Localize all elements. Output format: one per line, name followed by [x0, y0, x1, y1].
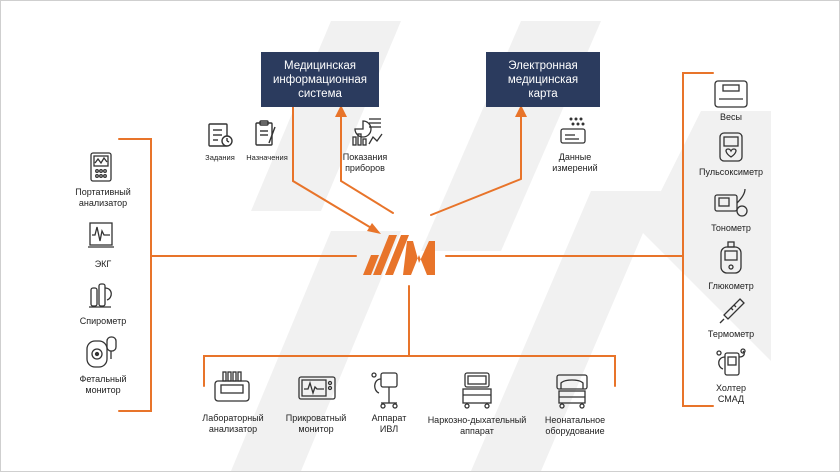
right-device-label: Холтер СМАД — [716, 383, 746, 404]
mis-box: Медицинская информационная система — [261, 52, 379, 107]
fetal-monitor-icon — [86, 336, 117, 368]
tasks-icon — [208, 123, 233, 147]
left-device-label: ЭКГ — [94, 259, 112, 269]
tasks-label: Задания — [205, 153, 235, 162]
right-device-label: Термометр — [707, 329, 755, 339]
measurements-icon — [560, 117, 586, 144]
prescriptions-label: Назначения — [246, 153, 288, 162]
right-device-label: Тонометр — [711, 223, 751, 233]
portable-analyzer-icon — [90, 152, 112, 182]
bottom-device-label: Наркозно-дыхательный аппарат — [427, 415, 527, 436]
hub-to-emc-arrow — [430, 112, 522, 216]
left-device-label: Фетальный монитор — [79, 374, 127, 395]
right-device-label: Пульсоксиметр — [699, 167, 763, 177]
bottom-device-label: Аппарат ИВЛ — [371, 413, 407, 434]
spirometer-icon — [89, 283, 112, 308]
right-device-label: Весы — [720, 112, 742, 122]
readings-label: Показания приборов — [342, 152, 388, 173]
holter-icon — [716, 348, 746, 376]
anesthesia-machine-icon — [462, 372, 492, 409]
bottom-device-label: Прикроватный монитор — [285, 413, 347, 434]
prescriptions-icon — [255, 120, 276, 146]
hub-to-mis-arrow — [340, 112, 394, 214]
ventilator-icon — [371, 372, 398, 409]
thermometer-icon — [719, 298, 745, 324]
ecg-icon — [88, 222, 114, 248]
readings-icon — [352, 118, 383, 146]
tonometer-icon — [714, 188, 748, 217]
left-bracket — [118, 138, 152, 412]
bottom-device-label: Лабораторный анализатор — [202, 413, 264, 434]
bedside-monitor-icon — [298, 376, 336, 400]
scales-icon — [714, 80, 748, 108]
measurements-label: Данные измерений — [552, 152, 598, 173]
lab-analyzer-icon — [214, 371, 250, 402]
logo-icon — [363, 235, 435, 275]
mis-to-hub-arrow — [292, 106, 374, 230]
neonatal-equipment-icon — [556, 374, 588, 409]
emc-box: Электронная медицинская карта — [486, 52, 600, 107]
bottom-device-label: Неонатальное оборудование — [544, 415, 606, 436]
right-bracket — [682, 72, 714, 407]
right-device-label: Глюкометр — [708, 281, 754, 291]
pulse-oximeter-icon — [719, 132, 743, 162]
left-device-label: Портативный анализатор — [75, 187, 131, 208]
glucometer-icon — [720, 241, 742, 274]
left-device-label: Спирометр — [79, 316, 127, 326]
